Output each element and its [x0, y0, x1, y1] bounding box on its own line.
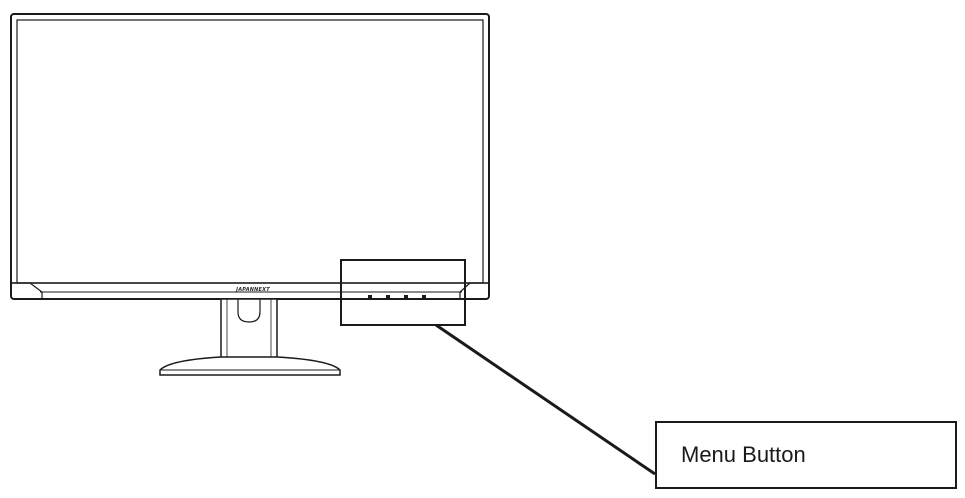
callout-label-text: Menu Button — [681, 442, 806, 467]
monitor — [10, 13, 490, 300]
menu-buttons — [368, 295, 426, 298]
menu-button-3[interactable] — [404, 295, 408, 298]
stand-base — [159, 356, 341, 376]
bezel-left-bevel — [11, 282, 43, 299]
monitor-stand — [159, 298, 341, 376]
menu-button-4[interactable] — [422, 295, 426, 298]
stand-neck — [220, 298, 278, 363]
menu-button-2[interactable] — [386, 295, 390, 298]
menu-button-highlight-box — [340, 259, 466, 326]
brand-logo: JAPANNEXT — [236, 287, 270, 293]
stand-cable-hole — [237, 299, 261, 323]
menu-button-1[interactable] — [368, 295, 372, 298]
callout-label: Menu Button — [655, 421, 957, 489]
monitor-screen — [16, 19, 484, 284]
callout-leader-line — [435, 323, 656, 476]
